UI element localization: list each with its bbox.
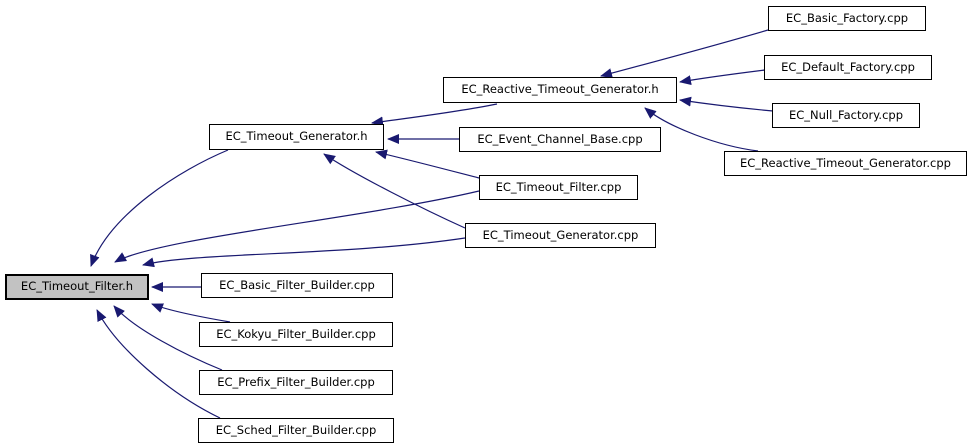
edge-timeout-generator-cpp-to-timeout-generator-h bbox=[323, 153, 466, 229]
edge-reactive-timeout-generator-h-to-timeout-generator-h bbox=[371, 103, 498, 127]
edge-prefix-filter-builder-to-timeout-filter-h bbox=[113, 305, 223, 371]
node-ec-basic-factory-cpp[interactable]: EC_Basic_Factory.cpp bbox=[768, 6, 926, 31]
node-ec-prefix-filter-builder-cpp[interactable]: EC_Prefix_Filter_Builder.cpp bbox=[199, 370, 393, 395]
edge-basic-factory-to-reactive-timeout-generator-h bbox=[600, 29, 769, 78]
node-ec-reactive-timeout-generator-h[interactable]: EC_Reactive_Timeout_Generator.h bbox=[443, 77, 677, 103]
edge-kokyu-filter-builder-to-timeout-filter-h bbox=[151, 303, 231, 323]
edge-timeout-generator-cpp-to-timeout-filter-h bbox=[142, 237, 466, 268]
edge-null-factory-to-reactive-timeout-generator-h bbox=[679, 96, 774, 112]
edge-sched-filter-builder-to-timeout-filter-h bbox=[96, 309, 221, 419]
node-ec-event-channel-base-cpp[interactable]: EC_Event_Channel_Base.cpp bbox=[459, 127, 661, 152]
node-ec-timeout-generator-h[interactable]: EC_Timeout_Generator.h bbox=[209, 124, 384, 150]
node-ec-basic-filter-builder-cpp[interactable]: EC_Basic_Filter_Builder.cpp bbox=[201, 273, 393, 298]
node-ec-timeout-filter-cpp[interactable]: EC_Timeout_Filter.cpp bbox=[479, 175, 638, 200]
node-ec-sched-filter-builder-cpp[interactable]: EC_Sched_Filter_Builder.cpp bbox=[198, 418, 394, 443]
edge-timeout-generator-h-to-timeout-filter-h bbox=[90, 149, 229, 267]
node-ec-timeout-generator-cpp[interactable]: EC_Timeout_Generator.cpp bbox=[465, 223, 656, 248]
edge-timeout-filter-cpp-to-timeout-generator-h bbox=[375, 149, 480, 179]
node-ec-default-factory-cpp[interactable]: EC_Default_Factory.cpp bbox=[764, 55, 932, 80]
node-ec-reactive-timeout-generator-cpp[interactable]: EC_Reactive_Timeout_Generator.cpp bbox=[724, 151, 967, 176]
node-ec-kokyu-filter-builder-cpp[interactable]: EC_Kokyu_Filter_Builder.cpp bbox=[199, 322, 393, 347]
node-ec-timeout-filter-h[interactable]: EC_Timeout_Filter.h bbox=[5, 274, 149, 300]
edge-reactive-timeout-generator-cpp-to-reactive-timeout-generator-h bbox=[644, 107, 759, 152]
edge-timeout-filter-cpp-to-timeout-filter-h bbox=[114, 190, 480, 263]
node-ec-null-factory-cpp[interactable]: EC_Null_Factory.cpp bbox=[772, 103, 920, 128]
edge-default-factory-to-reactive-timeout-generator-h bbox=[679, 69, 766, 86]
